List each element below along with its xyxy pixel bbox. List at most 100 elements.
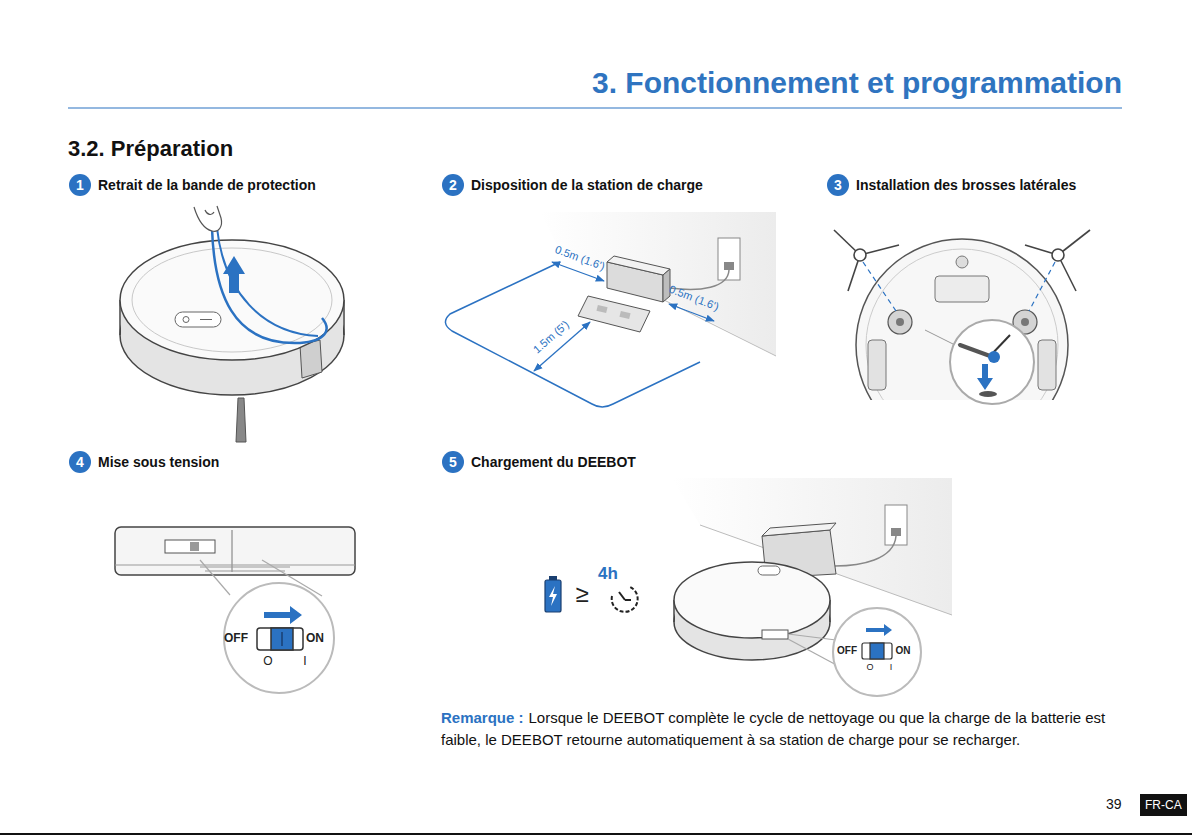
- switch-position: I: [303, 655, 306, 669]
- dimension-label: 0.5m (1.6'): [553, 243, 606, 273]
- side-brush-install-part: [1021, 318, 1029, 326]
- charging-part: [891, 528, 901, 536]
- brush-socket: [888, 310, 912, 334]
- step-heading: 4Mise sous tension: [69, 451, 219, 473]
- switch-position: I: [890, 662, 893, 672]
- charging-part: [870, 643, 884, 659]
- step-heading: 2 Disposition de la station de charge: [442, 174, 703, 196]
- power-switch-part: [190, 542, 199, 551]
- station-layout-part: [607, 256, 670, 275]
- leader-line: [788, 634, 836, 640]
- footer-rule: [0, 833, 1192, 835]
- station-layout-part: [619, 311, 630, 319]
- switch-position: O: [866, 662, 873, 672]
- wall-base: [664, 300, 776, 356]
- robot-underside-part: [856, 239, 1068, 400]
- charging: [545, 478, 952, 696]
- robot-top-view: [120, 206, 344, 442]
- note-label: Remarque :: [441, 709, 524, 726]
- protective-strip: [217, 228, 318, 336]
- charging-part: [758, 566, 780, 575]
- battery-icon: [545, 580, 561, 612]
- power-switch: [115, 527, 355, 693]
- power-switch-part: [165, 540, 215, 553]
- switch-label: ON: [306, 632, 324, 646]
- power-switch-part: [281, 632, 283, 646]
- clock-icon: [612, 587, 638, 612]
- side-brush-install-part: [988, 351, 1000, 363]
- robot-underside-part: [866, 249, 1058, 400]
- language-tag: FR-CA: [1140, 794, 1187, 816]
- step-number: 1: [69, 174, 91, 196]
- language-code: FR-CA: [1145, 798, 1182, 812]
- charging-part: [762, 630, 788, 639]
- protective-strip: [212, 228, 327, 343]
- switch: [862, 643, 892, 659]
- page-number: 39: [1106, 796, 1122, 812]
- switch-position: O: [263, 655, 272, 669]
- robot-top-view-part: [175, 312, 221, 327]
- side-brush-part: [1052, 249, 1064, 261]
- robot-underside: [856, 239, 1068, 400]
- power-switch-part: [115, 565, 355, 566]
- side-brush-install-part: [896, 318, 904, 326]
- side-brush-install: [834, 230, 1090, 451]
- station-layout: [445, 212, 776, 407]
- switch-label: OFF: [837, 645, 857, 657]
- side-brush: [236, 398, 246, 442]
- charging-part: [762, 523, 836, 536]
- leader-line: [200, 560, 230, 595]
- dimension-label: 1.5m (5'): [531, 318, 572, 356]
- side-brush-part: [854, 249, 866, 261]
- power-switch-part: [271, 628, 293, 650]
- step-heading: 5 Chargement du DEEBOT: [442, 451, 636, 473]
- direction-arrow: [866, 624, 892, 636]
- switch-label: OFF: [224, 632, 248, 646]
- direction-arrow: [264, 606, 302, 624]
- side-brush-install-part: [925, 330, 955, 345]
- step-title: Retrait de la bande de protection: [98, 177, 316, 193]
- clock-icon-part: [612, 587, 638, 612]
- robot-top-view-part: [132, 248, 332, 352]
- step-number: 5: [442, 451, 464, 473]
- robot-underside-part: [956, 256, 968, 268]
- station-base: [578, 296, 650, 332]
- station-layout-part: [596, 305, 607, 313]
- clock-icon-part: [619, 592, 625, 600]
- step-title: Disposition de la station de charge: [471, 177, 703, 193]
- robot-side-view: [115, 527, 355, 575]
- charge-duration: 4h: [598, 564, 618, 584]
- screwdriver: [960, 345, 990, 356]
- clock-icon-part: [625, 599, 631, 601]
- step-title: Installation des brosses latérales: [856, 177, 1076, 193]
- comparison-sign: ≥: [575, 580, 588, 608]
- detail-zoom: [950, 320, 1034, 404]
- step-heading: 3 Installation des brosses latérales: [827, 174, 1076, 196]
- note-text: Lorsque le DEEBOT complète le cycle de n…: [441, 709, 1105, 748]
- power-cord: [835, 536, 896, 566]
- station-layout-part: [724, 262, 734, 270]
- screw-arrow: [977, 364, 993, 390]
- power-switch-part: [232, 530, 233, 572]
- switch: [257, 628, 303, 650]
- robot-underside-part: [935, 276, 989, 302]
- detail-zoom: [224, 583, 334, 693]
- robot-underside-part: [1038, 340, 1056, 390]
- charging-part: [549, 576, 557, 580]
- switch-label: ON: [896, 645, 911, 657]
- robot-top-view-part: [200, 319, 212, 320]
- step-title: Chargement du DEEBOT: [471, 454, 636, 470]
- step-heading: 1 Retrait de la bande de protection: [69, 174, 316, 196]
- station-layout-part: [663, 269, 670, 302]
- note: Remarque :Lorsque le DEEBOT complète le …: [441, 707, 1125, 751]
- section-heading: 3.2. Préparation: [68, 136, 233, 161]
- page-title: 3. Fonctionnement et programmation: [592, 66, 1122, 101]
- step-number: 3: [827, 174, 849, 196]
- clear-zone: [445, 262, 700, 407]
- robot-top-view-part: [183, 317, 189, 323]
- step-number: 2: [442, 174, 464, 196]
- step-title: Mise sous tension: [98, 454, 219, 470]
- guide-line: [1029, 262, 1055, 311]
- header-rule: [68, 107, 1122, 108]
